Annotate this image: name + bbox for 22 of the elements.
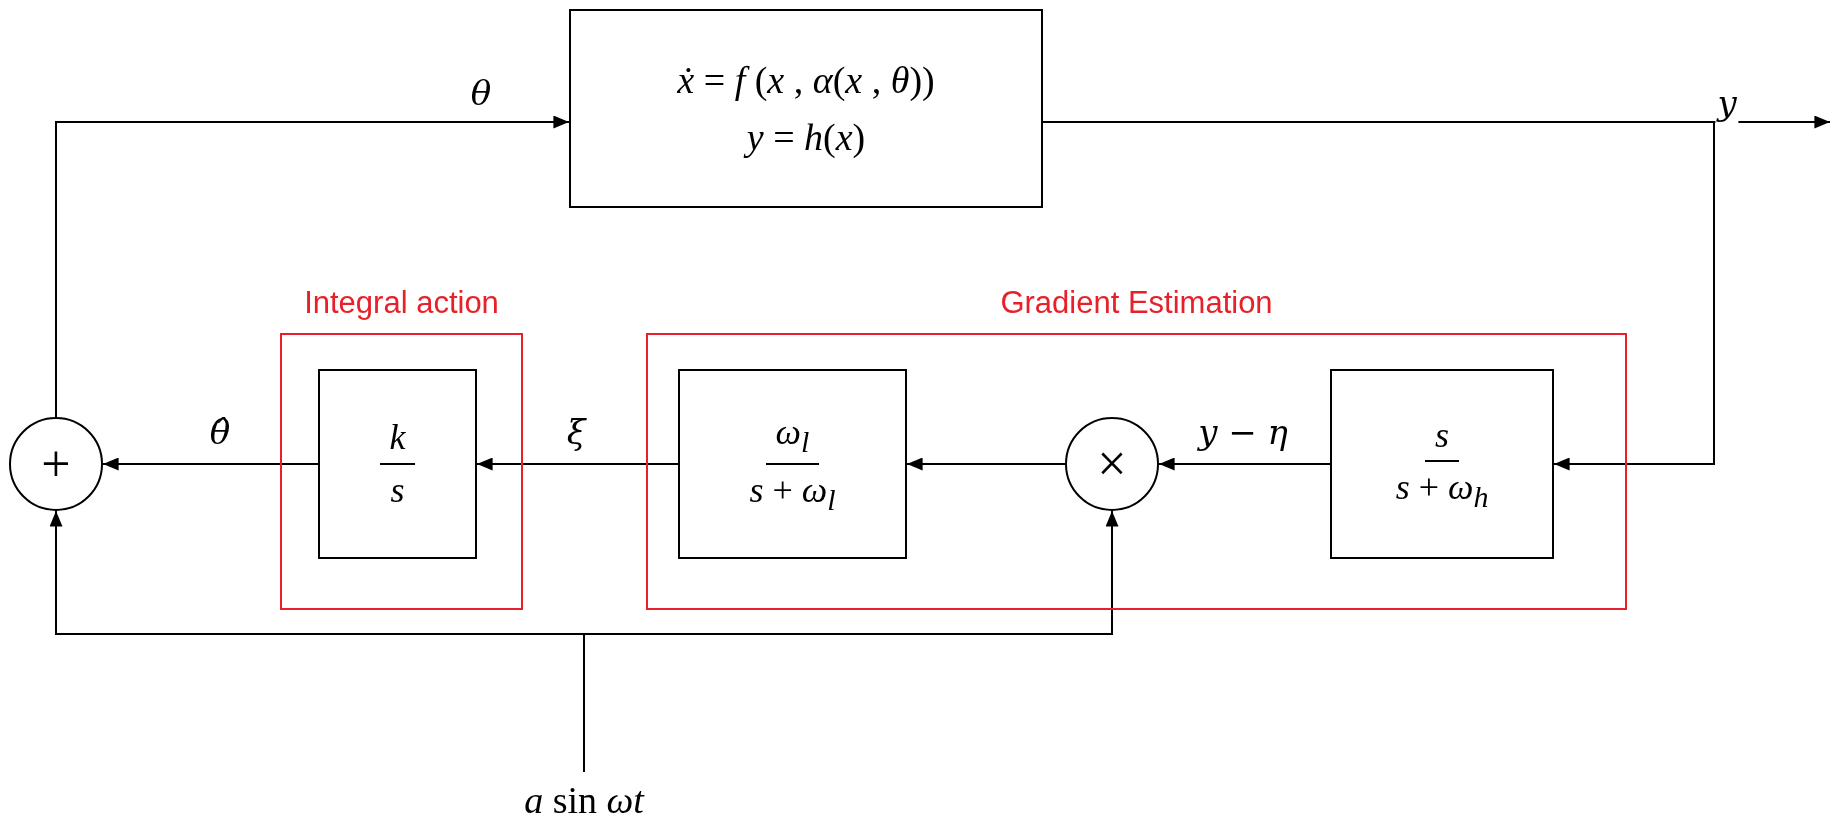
numerator: ω$_{l}$ (765, 406, 820, 465)
signal-arrow (906, 457, 1066, 471)
transfer-function-block (318, 369, 477, 559)
equation: ẋ = f (x , α(x , θ)) (677, 57, 935, 103)
signal-arrow (55, 115, 570, 418)
operator-symbol: × (1097, 438, 1127, 490)
input-signal-label: a sin ωt (524, 778, 644, 822)
signal-arrow (476, 457, 679, 471)
transfer-function-block (678, 369, 907, 559)
numerator: k (379, 412, 416, 465)
transfer-function-block (1330, 369, 1554, 559)
signal-arrow (1158, 457, 1331, 471)
signal-arrow (102, 457, 319, 471)
denominator: s + ω$_{h}$ (1394, 466, 1490, 516)
signal-arrow (583, 510, 1119, 773)
group-heading: Gradient Estimation (999, 285, 1274, 321)
denominator: s (389, 469, 406, 512)
denominator: s + ω$_{l}$ (748, 469, 837, 519)
group-heading: Integral action (303, 285, 500, 321)
operator-symbol: + (41, 438, 71, 490)
plant-block (569, 9, 1043, 208)
numerator: s (1425, 409, 1459, 463)
